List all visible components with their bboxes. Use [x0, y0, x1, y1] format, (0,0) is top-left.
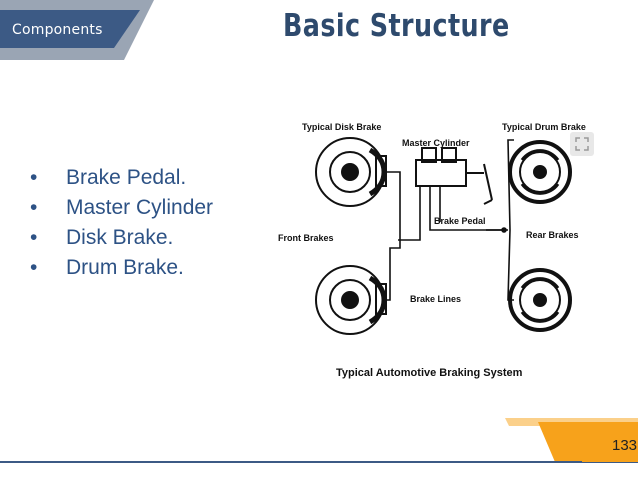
bullet-text: Master Cylinder [66, 196, 214, 219]
bullet-item: • Drum Brake. [30, 253, 264, 283]
front-disk-brake-top [315, 137, 387, 207]
bullet-dot-icon: • [30, 256, 38, 279]
master-cylinder [415, 147, 493, 205]
label-typical-drum-brake: Typical Drum Brake [502, 122, 586, 132]
bullet-dot-icon: • [30, 166, 38, 189]
label-front-brakes: Front Brakes [278, 233, 334, 243]
bullet-dot-icon: • [30, 196, 38, 219]
label-master-cylinder: Master Cylinder [402, 138, 470, 148]
label-brake-lines: Brake Lines [410, 294, 461, 304]
rear-drum-brake-top [508, 140, 572, 204]
page-number: 133 [612, 437, 638, 454]
brake-pedal-linkage [486, 227, 507, 233]
footer-accent [0, 418, 638, 463]
section-tag-shape [0, 0, 154, 60]
front-disk-brake-bottom [315, 265, 387, 335]
expand-icon[interactable] [570, 132, 594, 156]
page-title: Basic Structure [283, 8, 510, 44]
rear-drum-brake-bottom [508, 268, 572, 332]
bullet-text: Brake Pedal. [66, 166, 187, 189]
label-rear-brakes: Rear Brakes [526, 230, 579, 240]
brake-lines [386, 139, 514, 301]
section-label: Components [12, 22, 103, 38]
bullet-dot-icon: • [30, 226, 38, 249]
diagram-caption: Typical Automotive Braking System [336, 367, 523, 379]
bullet-text: Disk Brake. [66, 226, 174, 249]
expand-icon-glyph [575, 137, 589, 151]
bullet-text: Drum Brake. [66, 256, 184, 279]
bullet-item: • Disk Brake. [30, 223, 264, 253]
bullet-list: • Brake Pedal. • Master Cylinder • Disk Bra… [30, 163, 264, 283]
section-tag: Components [0, 0, 160, 60]
bullet-item: • Brake Pedal. [30, 163, 264, 193]
bullet-item: • Master Cylinder [30, 193, 264, 223]
label-typical-disk-brake: Typical Disk Brake [302, 122, 381, 132]
braking-system-diagram: Typical Disk Brake Master Cylinder Typic… [278, 122, 586, 379]
label-brake-pedal: Brake Pedal [434, 216, 486, 226]
